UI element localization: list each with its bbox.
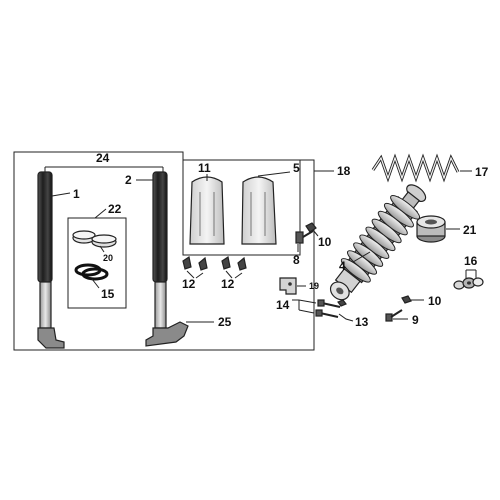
callout-18: 18 <box>337 164 351 178</box>
spring-seat <box>416 215 446 243</box>
lower-bolt <box>385 309 403 322</box>
leader-1 <box>51 192 71 197</box>
lower-nut <box>401 295 412 304</box>
callout-24: 24 <box>96 151 110 165</box>
callout-13: 13 <box>355 315 369 329</box>
callout-15: 15 <box>101 287 115 301</box>
fork-leg-right <box>145 171 189 347</box>
callout-4: 4 <box>339 259 346 273</box>
leader-14 <box>292 299 317 314</box>
dust-seal-pair <box>72 230 117 248</box>
callout-25: 25 <box>218 315 232 329</box>
callout-8: 8 <box>293 253 300 267</box>
upper-nut <box>305 222 317 233</box>
fork-leg-left <box>37 171 65 349</box>
callout-19: 19 <box>309 281 319 291</box>
fork-covers-subframe <box>182 160 301 256</box>
callout-22: 22 <box>108 202 122 216</box>
mount-bracket <box>279 277 297 295</box>
oil-seal-rings <box>74 263 109 281</box>
callout-2: 2 <box>125 173 132 187</box>
callout-12-right: 12 <box>221 277 235 291</box>
leader-16 <box>465 269 477 278</box>
leader-15 <box>91 278 100 289</box>
callout-5: 5 <box>293 161 300 175</box>
bushing-set <box>453 277 484 290</box>
leader-24 <box>44 166 164 174</box>
fork-assembly-frame <box>13 151 315 351</box>
callout-9: 9 <box>412 313 419 327</box>
callout-14: 14 <box>276 298 290 312</box>
callout-16: 16 <box>464 254 478 268</box>
leader-10-upper <box>312 229 319 237</box>
leader-4 <box>352 251 371 263</box>
coil-spring <box>371 153 460 183</box>
leader-12b <box>225 270 243 279</box>
leader-5 <box>257 171 291 177</box>
callout-12-left: 12 <box>182 277 196 291</box>
leader-22 <box>94 208 107 219</box>
callout-11: 11 <box>198 161 211 175</box>
leader-13 <box>338 313 354 322</box>
rear-shock-absorber <box>329 184 427 301</box>
callout-10-upper: 10 <box>318 235 332 249</box>
upper-bolt <box>295 230 314 244</box>
seal-kit-box <box>67 217 127 309</box>
cover-clips <box>182 256 247 271</box>
callout-10-lower: 10 <box>428 294 442 308</box>
callout-1: 1 <box>73 187 80 201</box>
bolt-nut-set <box>315 299 347 318</box>
leader-12a <box>186 270 204 279</box>
leader-20 <box>99 245 105 253</box>
callout-17: 17 <box>475 165 489 179</box>
callout-21: 21 <box>463 223 477 237</box>
fork-cover-right <box>241 176 277 245</box>
fork-cover-left <box>189 176 225 245</box>
callout-20: 20 <box>103 253 113 263</box>
